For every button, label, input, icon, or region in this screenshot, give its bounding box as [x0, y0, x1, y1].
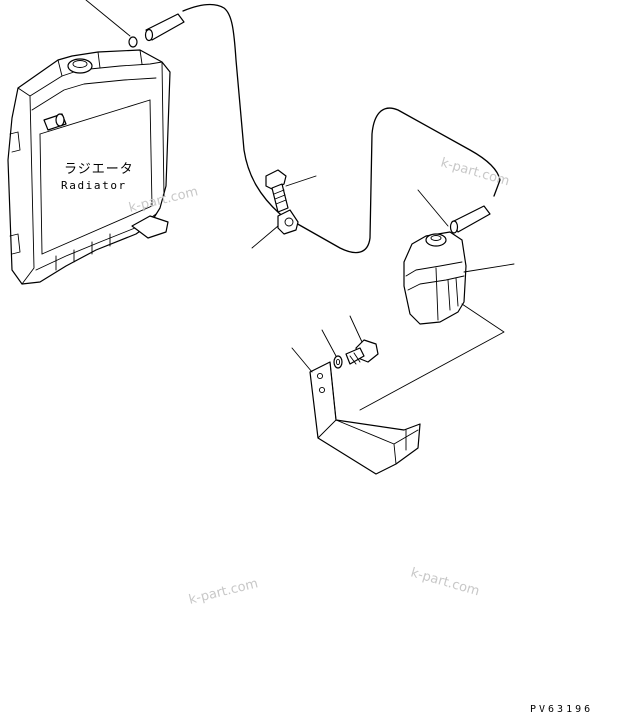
radiator-label-jp: ラジエータ: [64, 162, 134, 177]
bolt-lower: [345, 339, 379, 365]
leader-line: [321, 329, 337, 357]
radiator: [7, 49, 171, 285]
bolt-middle: [265, 169, 289, 213]
tank-bracket: [309, 361, 421, 475]
overflow-hose: [182, 3, 501, 254]
assembly-line: [359, 303, 505, 411]
watermark: k-part.com: [187, 576, 259, 608]
short-hose: [144, 13, 185, 42]
leader-line: [349, 315, 363, 343]
leader-line: [251, 225, 279, 249]
leader-line: [85, 0, 131, 37]
leader-line: [291, 347, 313, 373]
tank-hose: [449, 205, 491, 234]
reserve-tank: [403, 231, 467, 325]
hose-clamp-top: [128, 36, 138, 48]
leader-line: [285, 175, 317, 187]
watermark: k-part.com: [439, 155, 511, 189]
watermark: k-part.com: [409, 565, 481, 599]
radiator-label-en: Radiator: [61, 179, 127, 192]
washer: [333, 355, 343, 369]
leader-line: [417, 189, 449, 227]
leader-line: [463, 263, 515, 273]
figure-code: PV63196: [530, 704, 593, 715]
hose-clip: [277, 209, 299, 235]
